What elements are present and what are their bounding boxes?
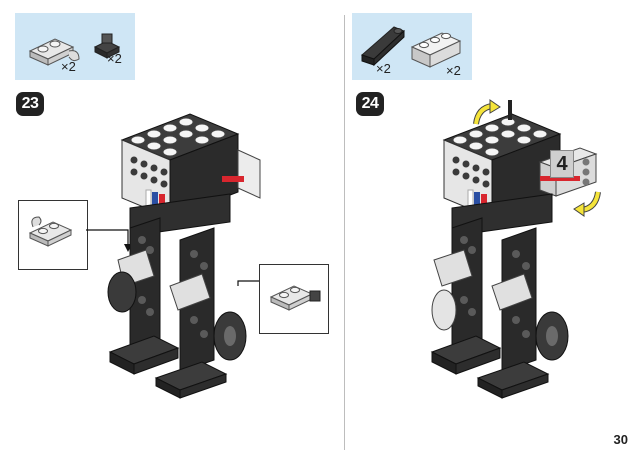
brick-1x3-icon <box>410 32 462 68</box>
plate-clip-icon <box>28 216 73 247</box>
step-number-badge: 24 <box>356 92 384 116</box>
parts-box-step-23: ×2 ×2 <box>15 13 135 80</box>
plate-clip-icon <box>28 38 80 66</box>
callout-box-right <box>259 264 329 334</box>
part-quantity: ×2 <box>61 59 76 74</box>
stack-count-label: 4 <box>550 150 574 178</box>
step-number-badge: 23 <box>16 92 44 116</box>
parts-box-step-24: ×2 ×2 <box>352 13 472 80</box>
robot-model-step-23 <box>86 113 261 399</box>
page-number: 30 <box>613 432 628 447</box>
robot-model-step-24 <box>430 100 598 399</box>
rotate-arrow-icon <box>473 99 501 125</box>
part-quantity: ×2 <box>376 61 391 76</box>
callout-box-left <box>18 200 88 270</box>
clip-bracket-icon <box>93 33 121 59</box>
rotate-arrow-icon <box>573 191 601 217</box>
plate-clip-icon <box>269 285 321 311</box>
slope-brick-icon <box>361 26 405 67</box>
part-quantity: ×2 <box>107 51 122 66</box>
part-quantity: ×2 <box>446 63 461 78</box>
page-divider <box>344 15 345 450</box>
